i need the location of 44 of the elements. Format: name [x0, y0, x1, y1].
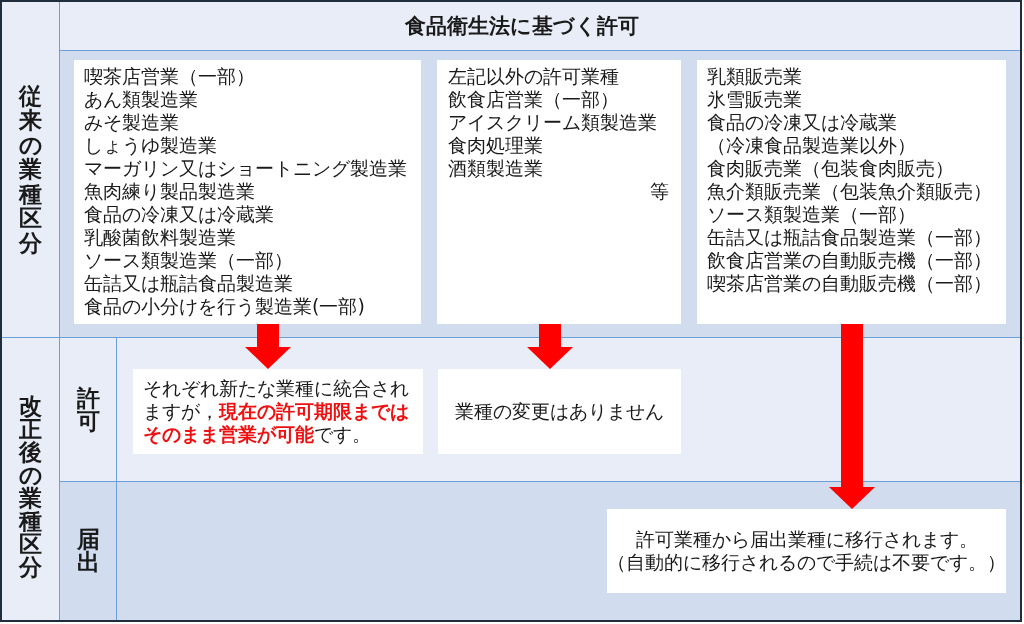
list-item: ソース類製造業（一部）	[707, 203, 916, 226]
list-item: 氷雪販売業	[707, 88, 802, 111]
list-item: 食肉販売業（包装食肉販売）	[707, 157, 954, 180]
list-item: 食品の小分けを行う製造業(一部)	[84, 295, 365, 318]
list-box	[437, 60, 681, 324]
list-item: 飲食店営業（一部）	[448, 88, 619, 111]
list-item: 飲食店営業の自動販売機（一部）	[707, 249, 992, 272]
list-item: あん類製造業	[84, 88, 198, 111]
list-item: 食品の冷凍又は冷蔵業（冷凍食品製造業以外）	[707, 111, 916, 157]
row-header: 届出	[60, 482, 116, 620]
list-item: 乳類販売業	[707, 65, 802, 88]
list-item: 食肉処理業	[448, 134, 543, 157]
row-header: 改正後の業種区分	[2, 338, 59, 620]
list-item: マーガリン又はショートニング製造業	[84, 157, 407, 180]
list-item: ソース類製造業（一部）	[84, 249, 293, 272]
note-text: 業種の変更はありません	[455, 400, 664, 423]
list-item: 魚介類販売業（包装魚介類販売）	[707, 180, 992, 203]
list-box	[74, 60, 421, 324]
column-header: 食品衛生法に基づく許可	[60, 2, 1020, 50]
list-item: 缶詰又は瓶詰食品製造業（一部）	[707, 226, 992, 249]
list-item: 喫茶店営業の自動販売機（一部）	[707, 272, 992, 295]
note-box	[607, 509, 1006, 593]
list-item: 喫茶店営業（一部）	[84, 65, 255, 88]
note-text: それぞれ新たな業種に統合されますが，現在の許可期限まではそのまま営業が可能です。	[143, 377, 410, 446]
list-item: しょうゆ製造業	[84, 134, 217, 157]
note-box	[133, 369, 423, 454]
list-box	[697, 60, 1006, 324]
list-item: 左記以外の許可業種	[448, 65, 619, 88]
list-item: 缶詰又は瓶詰食品製造業	[84, 272, 293, 295]
list-item: 食品の冷凍又は冷蔵業	[84, 203, 274, 226]
list-item: 等	[650, 180, 669, 203]
note-text: 許可業種から届出業種に移行されます。	[635, 528, 978, 551]
list-item: アイスクリーム類製造業	[448, 111, 657, 134]
arrow	[245, 324, 291, 369]
list-item: 乳酸菌飲料製造業	[84, 226, 236, 249]
row-header: 従来の業種区分	[2, 2, 59, 337]
note-text: （自動的に移行されるので手続は不要です。）	[607, 551, 1006, 574]
list-item: 魚肉練り製品製造業	[84, 180, 255, 203]
row-header: 許可	[60, 338, 116, 481]
arrow	[527, 324, 573, 369]
list-item: 酒類製造業	[448, 157, 543, 180]
list-item: みそ製造業	[84, 111, 179, 134]
arrow	[829, 324, 875, 509]
note-box	[438, 369, 681, 454]
